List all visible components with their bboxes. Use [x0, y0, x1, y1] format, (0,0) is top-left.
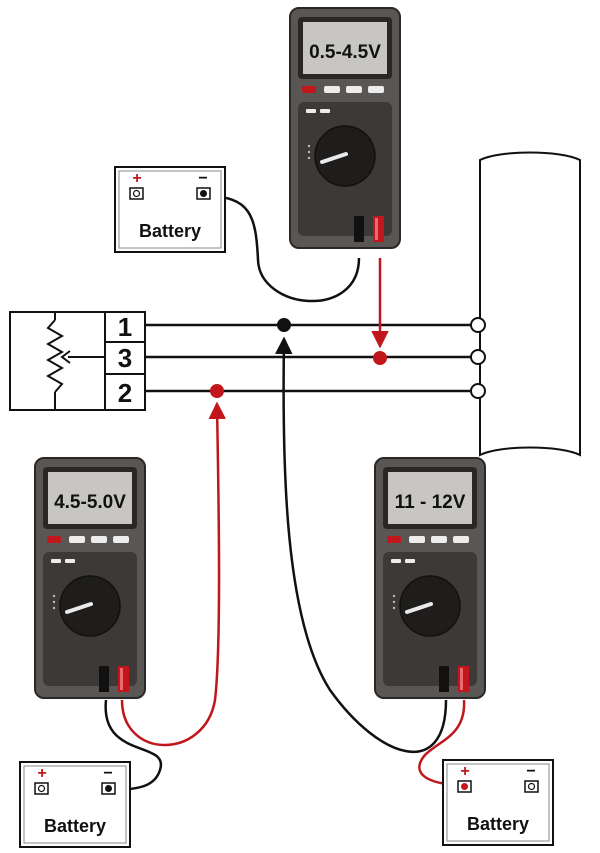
battery-top: + − Battery	[114, 166, 226, 253]
meter-function-button	[431, 536, 447, 543]
meter-function-button	[91, 536, 107, 543]
meter-com-probe	[354, 216, 364, 242]
meter-reading: 11 - 12V	[395, 492, 466, 513]
meter-reading: 4.5-5.0V	[54, 492, 126, 513]
terminal-label-3: 3	[118, 343, 132, 373]
meter-function-button	[453, 536, 469, 543]
lead-right-red	[418, 699, 467, 787]
meter-function-button	[113, 536, 129, 543]
ecu-connector	[470, 151, 581, 457]
probe-point-wire1	[277, 318, 291, 332]
meter-function-button	[368, 86, 384, 93]
lead-left-black	[104, 699, 163, 792]
probe-point-wire2	[210, 384, 224, 398]
lead-left-red	[120, 401, 226, 747]
ecu-terminal-3	[470, 349, 486, 365]
meter-power-button	[387, 536, 401, 543]
meter-function-button	[69, 536, 85, 543]
meter-power-button	[302, 86, 316, 93]
battery-label: Battery	[467, 814, 529, 834]
meter-v-probe	[118, 666, 129, 692]
meter-reading: 0.5-4.5V	[309, 42, 381, 63]
battery-plus-sign: +	[37, 765, 46, 782]
battery-minus-sign: −	[103, 765, 112, 782]
meter-display	[388, 472, 472, 524]
meter-function-button	[324, 86, 340, 93]
multimeter-left: 4.5-5.0V	[34, 457, 146, 699]
terminal-label-2: 2	[118, 378, 132, 408]
meter-display	[303, 22, 387, 74]
battery-label: Battery	[44, 816, 106, 836]
resistor-icon	[45, 319, 65, 393]
terminal-box-1	[104, 311, 146, 343]
battery-plus-sign: +	[460, 763, 469, 780]
meter-display	[48, 472, 132, 524]
battery-right: + − Battery	[442, 759, 554, 846]
battery-minus-sign: −	[198, 170, 207, 187]
meter-power-button	[47, 536, 61, 543]
lead-right-black	[275, 336, 448, 754]
ecu-terminal-1	[470, 317, 486, 333]
battery-left: + − Battery	[19, 761, 131, 848]
meter-function-button	[409, 536, 425, 543]
meter-v-probe	[458, 666, 469, 692]
meter-function-button	[346, 86, 362, 93]
ecu-terminal-2	[470, 383, 486, 399]
multimeter-top: 0.5-4.5V	[289, 7, 401, 249]
battery-plus-sign: +	[132, 170, 141, 187]
battery-label: Battery	[139, 221, 201, 241]
meter-com-probe	[99, 666, 109, 692]
probe-point-wire3	[373, 351, 387, 365]
battery-minus-sign: −	[526, 763, 535, 780]
multimeter-right: 11 - 12V	[374, 457, 486, 699]
harness-wires	[145, 323, 471, 393]
lead-top-black	[204, 194, 361, 303]
meter-com-probe	[439, 666, 449, 692]
terminal-label-1: 1	[118, 312, 132, 342]
terminal-box-2	[104, 373, 146, 411]
potentiometer-sensor: 1 3 2	[9, 311, 146, 411]
meter-v-probe	[373, 216, 384, 242]
wiper-arrow-icon	[60, 350, 71, 364]
